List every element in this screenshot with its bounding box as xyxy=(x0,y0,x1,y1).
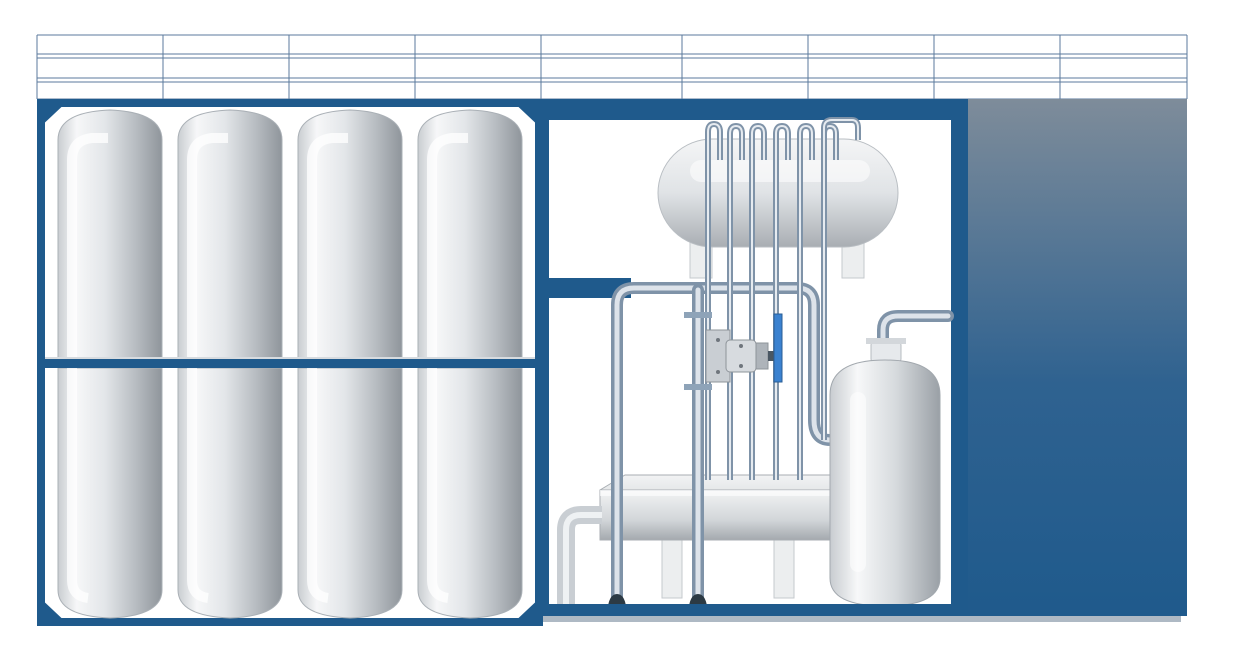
gate-valve xyxy=(684,312,778,390)
tube-bundle xyxy=(705,117,861,480)
cylinder-highlight xyxy=(187,133,228,360)
enclosure-floor xyxy=(543,604,968,616)
pipe-feet xyxy=(608,594,707,606)
gas-cylinder-upper xyxy=(297,109,403,361)
cylinder-highlight xyxy=(307,368,329,603)
rack-crossbar xyxy=(37,359,543,368)
tube-shine xyxy=(799,124,813,480)
tube-shine xyxy=(751,124,765,480)
tube-shine xyxy=(707,122,721,480)
tube-shine xyxy=(729,124,743,480)
cylinder-highlight xyxy=(67,133,108,360)
tube-shine xyxy=(823,119,859,440)
gas-cylinders xyxy=(57,109,523,619)
cylinder-highlight xyxy=(187,368,209,603)
gas-cylinder-lower xyxy=(177,367,283,619)
gas-cylinder-lower xyxy=(417,367,523,619)
gas-cylinder-upper xyxy=(417,109,523,361)
cylinder-highlight xyxy=(427,368,449,603)
cylinder-highlight xyxy=(67,368,89,603)
cylinder-highlight xyxy=(307,133,348,360)
gas-cylinder-lower xyxy=(297,367,403,619)
cylinder-highlight xyxy=(427,133,468,360)
piping xyxy=(611,282,954,604)
panel-shadow xyxy=(543,616,1181,622)
sight-glass xyxy=(773,313,783,383)
gas-cylinder-lower xyxy=(57,367,163,619)
compressor-skid xyxy=(599,474,836,599)
gas-cylinder-upper xyxy=(177,109,283,361)
tube-shine xyxy=(775,124,789,480)
ruled-grid xyxy=(36,34,1188,100)
gas-cylinder-upper xyxy=(57,109,163,361)
vertical-separator-tank xyxy=(829,338,941,607)
